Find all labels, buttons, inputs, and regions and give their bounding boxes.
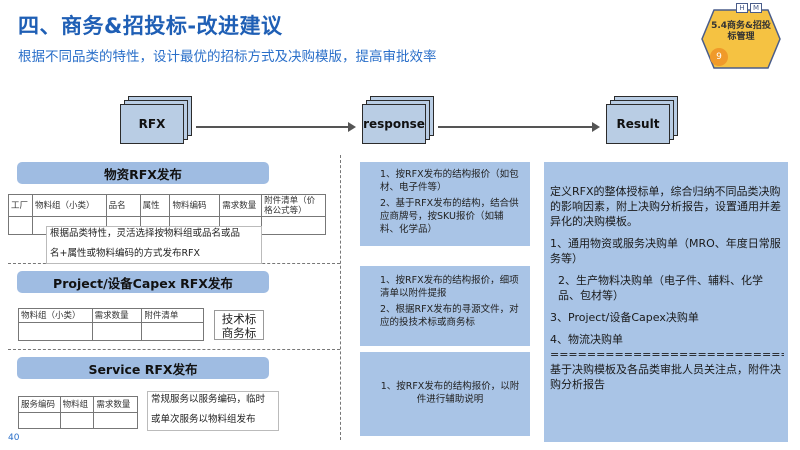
material-note-line1: 根据品类特性，灵活选择按物料组或品名或品 [50,228,241,239]
project-response-panel: 1、按RFX发布的结构报价，细项清单以附件提报 2、根据RFX发布的寻源文件，对… [360,266,530,346]
table-header-cell: 物料组（小类） [31,194,107,217]
rfx-doc-icon: RFX [120,96,194,144]
table-cell[interactable] [18,412,61,429]
result-intro: 定义RFX的整体授标单，综合归纳不同品类决购的影响因素，附上决购分析报告，设置通… [550,185,781,228]
response-item: 1、按RFX发布的结构报价，以附件进行辅助说明 [380,381,520,405]
result-item-3: 3、Project/设备Capex决购单 [550,311,699,324]
table-header-cell: 需求数量 [93,396,138,413]
response-item: 1、按RFX发布的结构报价（如包材、电子件等） [380,169,519,193]
table-cell[interactable] [8,216,33,235]
badge-label-line1: 5.4商务&招投 [711,21,771,31]
result-item-2: 2、生产物料决购单（电子件、辅料、化学品、包材等） [558,274,763,302]
material-note-line2: 名+属性或物料编码的方式发布RFX [50,248,201,259]
service-note: 常规服务以服务编码，临时 或单次服务以物料组发布 [147,391,279,431]
commercial-bid-label: 商务标 [221,326,257,340]
horizontal-divider [8,349,340,350]
project-rfx-header: Project/设备Capex RFX发布 [17,271,269,293]
technical-bid-label: 技术标 [221,312,257,326]
result-item-4: 4、物流决购单 [550,333,623,346]
m-marker: M [750,3,762,13]
table-cell[interactable] [93,412,138,429]
result-item-1: 1、通用物资或服务决购单（MRO、年度日常服务等） [550,237,781,265]
table-header-cell: 物料组 [59,396,95,413]
response-item: 2、根据RFX发布的寻源文件，对应的投技术标或商务标 [380,304,519,328]
table-header-cell: 需求数量 [91,308,143,323]
result-panel: 定义RFX的整体授标单，综合归纳不同品类决购的影响因素，附上决购分析报告，设置通… [544,162,788,442]
response-item: 2、基于RFX发布的结构，结合供应商牌号，按SKU报价（如辅料、化学品） [380,198,519,235]
response-item: 1、按RFX发布的结构报价，细项清单以附件提报 [380,275,519,299]
h-marker: H [736,3,748,13]
material-rfx-header: 物资RFX发布 [17,162,269,184]
table-header-cell: 服务编码 [18,396,61,413]
badge-number: 9 [710,48,728,66]
badge-label-line2: 标管理 [727,32,755,42]
page-title: 四、商务&招投标-改进建议 [18,14,283,38]
table-header-cell: 工厂 [8,194,33,217]
table-cell[interactable] [59,412,95,429]
table-cell[interactable] [91,322,143,341]
page-subtitle: 根据不同品类的特性，设计最优的招标方式及决购模版，提高审批效率 [18,49,437,65]
table-header-cell: 属性 [139,194,171,217]
vertical-divider [340,155,341,440]
table-header-cell: 附件清单 [141,308,204,323]
page-number: 40 [8,433,20,443]
rfx-label: RFX [120,104,184,144]
table-cell[interactable] [141,322,204,341]
table-header-cell: 需求数量 [219,194,263,217]
service-note-line1: 常规服务以服务编码，临时 [151,394,266,405]
material-note: 根据品类特性，灵活选择按物料组或品名或品 名+属性或物料编码的方式发布RFX [46,226,262,264]
service-rfx-header: Service RFX发布 [17,357,269,379]
project-table: 物料组（小类） 需求数量 附件清单 [18,308,204,341]
result-separator: ========================== [550,348,784,361]
table-header-cell: 品名 [105,194,141,217]
section-badge: H M 5.4商务&招投 标管理 9 [700,3,782,70]
result-label: Result [606,104,670,144]
result-footer: 基于决购模板及各品类审批人员关注点，附件决购分析报告 [550,363,781,391]
table-header-cell: 物料编码 [169,194,221,217]
result-doc-icon: Result [606,96,680,144]
material-response-panel: 1、按RFX发布的结构报价（如包材、电子件等） 2、基于RFX发布的结构，结合供… [360,162,530,246]
response-label: response [362,104,426,144]
table-cell[interactable] [18,322,93,341]
service-response-panel: 1、按RFX发布的结构报价，以附件进行辅助说明 [360,352,530,436]
badge-label: 5.4商务&招投 标管理 [704,21,778,43]
response-doc-icon: response [362,96,436,144]
table-cell[interactable] [261,216,326,235]
service-note-line2: 或单次服务以物料组发布 [151,414,256,425]
arrow-right-icon [196,122,356,132]
table-header-cell: 附件清单（价格公式等） [261,194,326,217]
arrow-right-icon [438,122,600,132]
project-tag: 技术标 商务标 [214,310,264,340]
service-table: 服务编码 物料组 需求数量 [18,396,138,429]
table-header-cell: 物料组（小类） [18,308,93,323]
